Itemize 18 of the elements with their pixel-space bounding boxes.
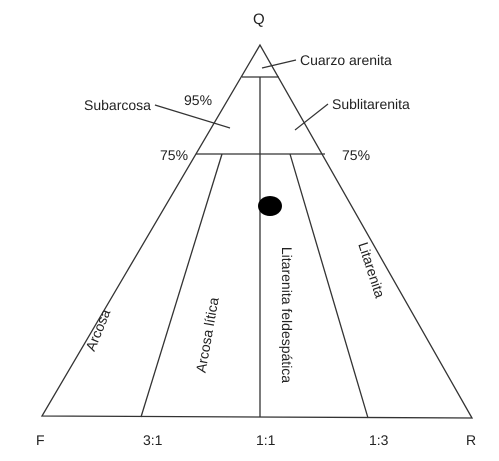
percent-label: 75% xyxy=(342,148,370,162)
percent-label: 95% xyxy=(184,93,212,107)
field-label: Arcosa lítica xyxy=(194,296,221,374)
ratio-label: 3:1 xyxy=(143,433,162,447)
ratio-label: 1:1 xyxy=(256,433,276,447)
leader-line xyxy=(294,104,328,130)
vertex-label: Q xyxy=(253,12,265,27)
ratio-label: 1:3 xyxy=(369,433,388,447)
field-label: Litarenita xyxy=(356,240,388,300)
rock-type-label: Sublitarenita xyxy=(332,97,410,111)
leader-line xyxy=(262,59,296,69)
rock-type-label: Subarcosa xyxy=(84,98,151,112)
rock-type-label: Cuarzo arenita xyxy=(300,53,392,67)
leader-line xyxy=(154,104,230,129)
percent-label: 75% xyxy=(160,148,188,162)
vertex-label: F xyxy=(36,433,45,447)
field-label: Litarenita feldespática xyxy=(280,246,294,384)
vertex-label: R xyxy=(466,433,476,447)
